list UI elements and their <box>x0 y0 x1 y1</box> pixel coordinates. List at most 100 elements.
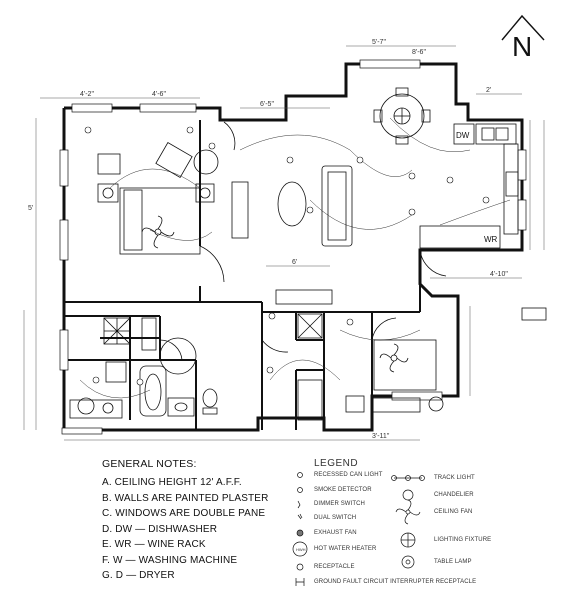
bed <box>373 339 437 391</box>
hwh-symbol-label: HWH <box>296 547 306 552</box>
chair <box>373 109 383 123</box>
basin <box>102 402 114 414</box>
chair <box>395 87 409 97</box>
counter <box>475 123 517 145</box>
legend-smoke: SMOKE DETECTOR <box>314 487 372 493</box>
dining-area <box>373 87 431 145</box>
dimension-lines <box>23 45 545 441</box>
legend: LEGEND HWH RECESSED CAN <box>288 458 573 588</box>
note-item: B. WALLS ARE PAINTED PLASTER <box>102 492 269 504</box>
legend-hwh: HOT WATER HEATER <box>314 546 377 552</box>
sink <box>481 127 495 141</box>
legend-chandelier: CHANDELIER <box>434 492 474 498</box>
legend-symbols: HWH <box>292 472 425 586</box>
dim-label: 2' <box>486 87 491 94</box>
kitchen: DW WR <box>419 123 547 321</box>
receptacle-icon <box>296 563 304 571</box>
nightstand <box>97 183 119 203</box>
console <box>275 289 333 305</box>
bedroom-2 <box>345 339 444 413</box>
legend-title: LEGEND <box>314 458 359 469</box>
dual-switch-icon <box>297 513 303 520</box>
lamp-icon <box>199 187 211 199</box>
living-room <box>231 165 353 305</box>
wine-rack-label: WR <box>484 235 498 244</box>
bathroom-1 <box>69 317 157 419</box>
basin <box>174 402 188 412</box>
stove <box>505 171 519 197</box>
recessed-light-icon <box>297 472 303 478</box>
dim-label: 6'-5" <box>260 101 274 108</box>
chandelier-icon <box>402 489 414 501</box>
tv-stand <box>231 181 249 239</box>
dining-table <box>379 93 425 139</box>
bathtub <box>139 365 167 417</box>
legend-dual: DUAL SWITCH <box>314 515 357 521</box>
note-item: C. WINDOWS ARE DOUBLE PANE <box>102 508 266 519</box>
hot-water-heater-icon <box>292 541 308 557</box>
bedroom-1 <box>97 142 219 255</box>
track-light-icon <box>391 475 425 481</box>
exhaust-fan-icon <box>296 529 304 537</box>
north-arrow: N <box>501 14 545 62</box>
dimension-labels: 5'-7" 8'-6" 4'-2" 4'-6" 2' 5' 6' 4'-10" … <box>28 39 508 440</box>
dim-label: 4'-10" <box>490 271 508 278</box>
note-item: E. WR — WINE RACK <box>102 539 206 550</box>
dishwasher <box>453 123 475 145</box>
legend-lamp: TABLE LAMP <box>434 559 472 565</box>
bed <box>119 187 201 255</box>
chair <box>421 109 431 123</box>
legend-fan: CEILING FAN <box>434 509 473 515</box>
nightstand <box>345 395 365 413</box>
legend-dimmer: DIMMER SWITCH <box>314 501 365 507</box>
lamp-icon <box>102 187 114 199</box>
dim-label: 4'-6" <box>152 91 166 98</box>
ceiling-fan-icon <box>379 343 409 373</box>
side-table <box>193 149 219 175</box>
closet <box>297 313 323 421</box>
vanity <box>141 317 157 351</box>
legend-receptacle: RECEPTACLE <box>314 564 355 570</box>
sink-vanity <box>167 397 195 417</box>
washer-dryer <box>105 361 127 383</box>
bathroom-2 <box>139 337 218 417</box>
circuit-wiring <box>79 117 511 399</box>
dim-label: 5'-7" <box>372 39 386 46</box>
sofa <box>321 165 353 247</box>
sink-vanity <box>69 399 123 419</box>
dim-label: 6' <box>292 259 297 266</box>
legend-recessed: RECESSED CAN LIGHT <box>314 472 383 478</box>
north-letter: N <box>512 31 532 62</box>
note-item: A. CEILING HEIGHT 12' A.F.F. <box>102 477 242 488</box>
sofa-seat <box>327 171 347 241</box>
dim-label: 4'-2" <box>80 91 94 98</box>
lighting-fixture-icon <box>400 532 416 548</box>
interior-walls <box>64 120 421 430</box>
recessed-lights <box>84 126 490 386</box>
general-notes: GENERAL NOTES: A. CEILING HEIGHT 12' A.F… <box>102 458 302 584</box>
legend-track: TRACK LIGHT <box>434 475 475 481</box>
legend-exhaust: EXHAUST FAN <box>314 530 357 536</box>
note-item: D. DW — DISHWASHER <box>102 523 218 535</box>
sink <box>495 127 509 141</box>
smoke-detector-icon <box>297 487 303 493</box>
note-item: G. D — DRYER <box>102 570 175 581</box>
pantry <box>521 307 547 321</box>
dim-label: 8'-6" <box>412 49 426 56</box>
legend-fixture: LIGHTING FIXTURE <box>434 537 492 543</box>
gfci-icon <box>295 578 305 586</box>
armchair <box>155 142 193 178</box>
ceiling-fan-icon <box>141 215 175 249</box>
tub-basin <box>144 373 162 411</box>
lamp-icon <box>428 396 444 412</box>
dim-label: 5' <box>28 205 33 212</box>
table-lamp-icon <box>401 555 415 569</box>
coffee-table <box>277 181 307 227</box>
dresser <box>97 153 121 175</box>
toilet-tank <box>202 407 218 415</box>
nightstand <box>195 183 215 203</box>
notes-title: GENERAL NOTES: <box>102 458 197 470</box>
legend-gfci: GROUND FAULT CIRCUIT INTERRUPTER RECEPTA… <box>314 579 477 585</box>
island <box>419 225 501 249</box>
